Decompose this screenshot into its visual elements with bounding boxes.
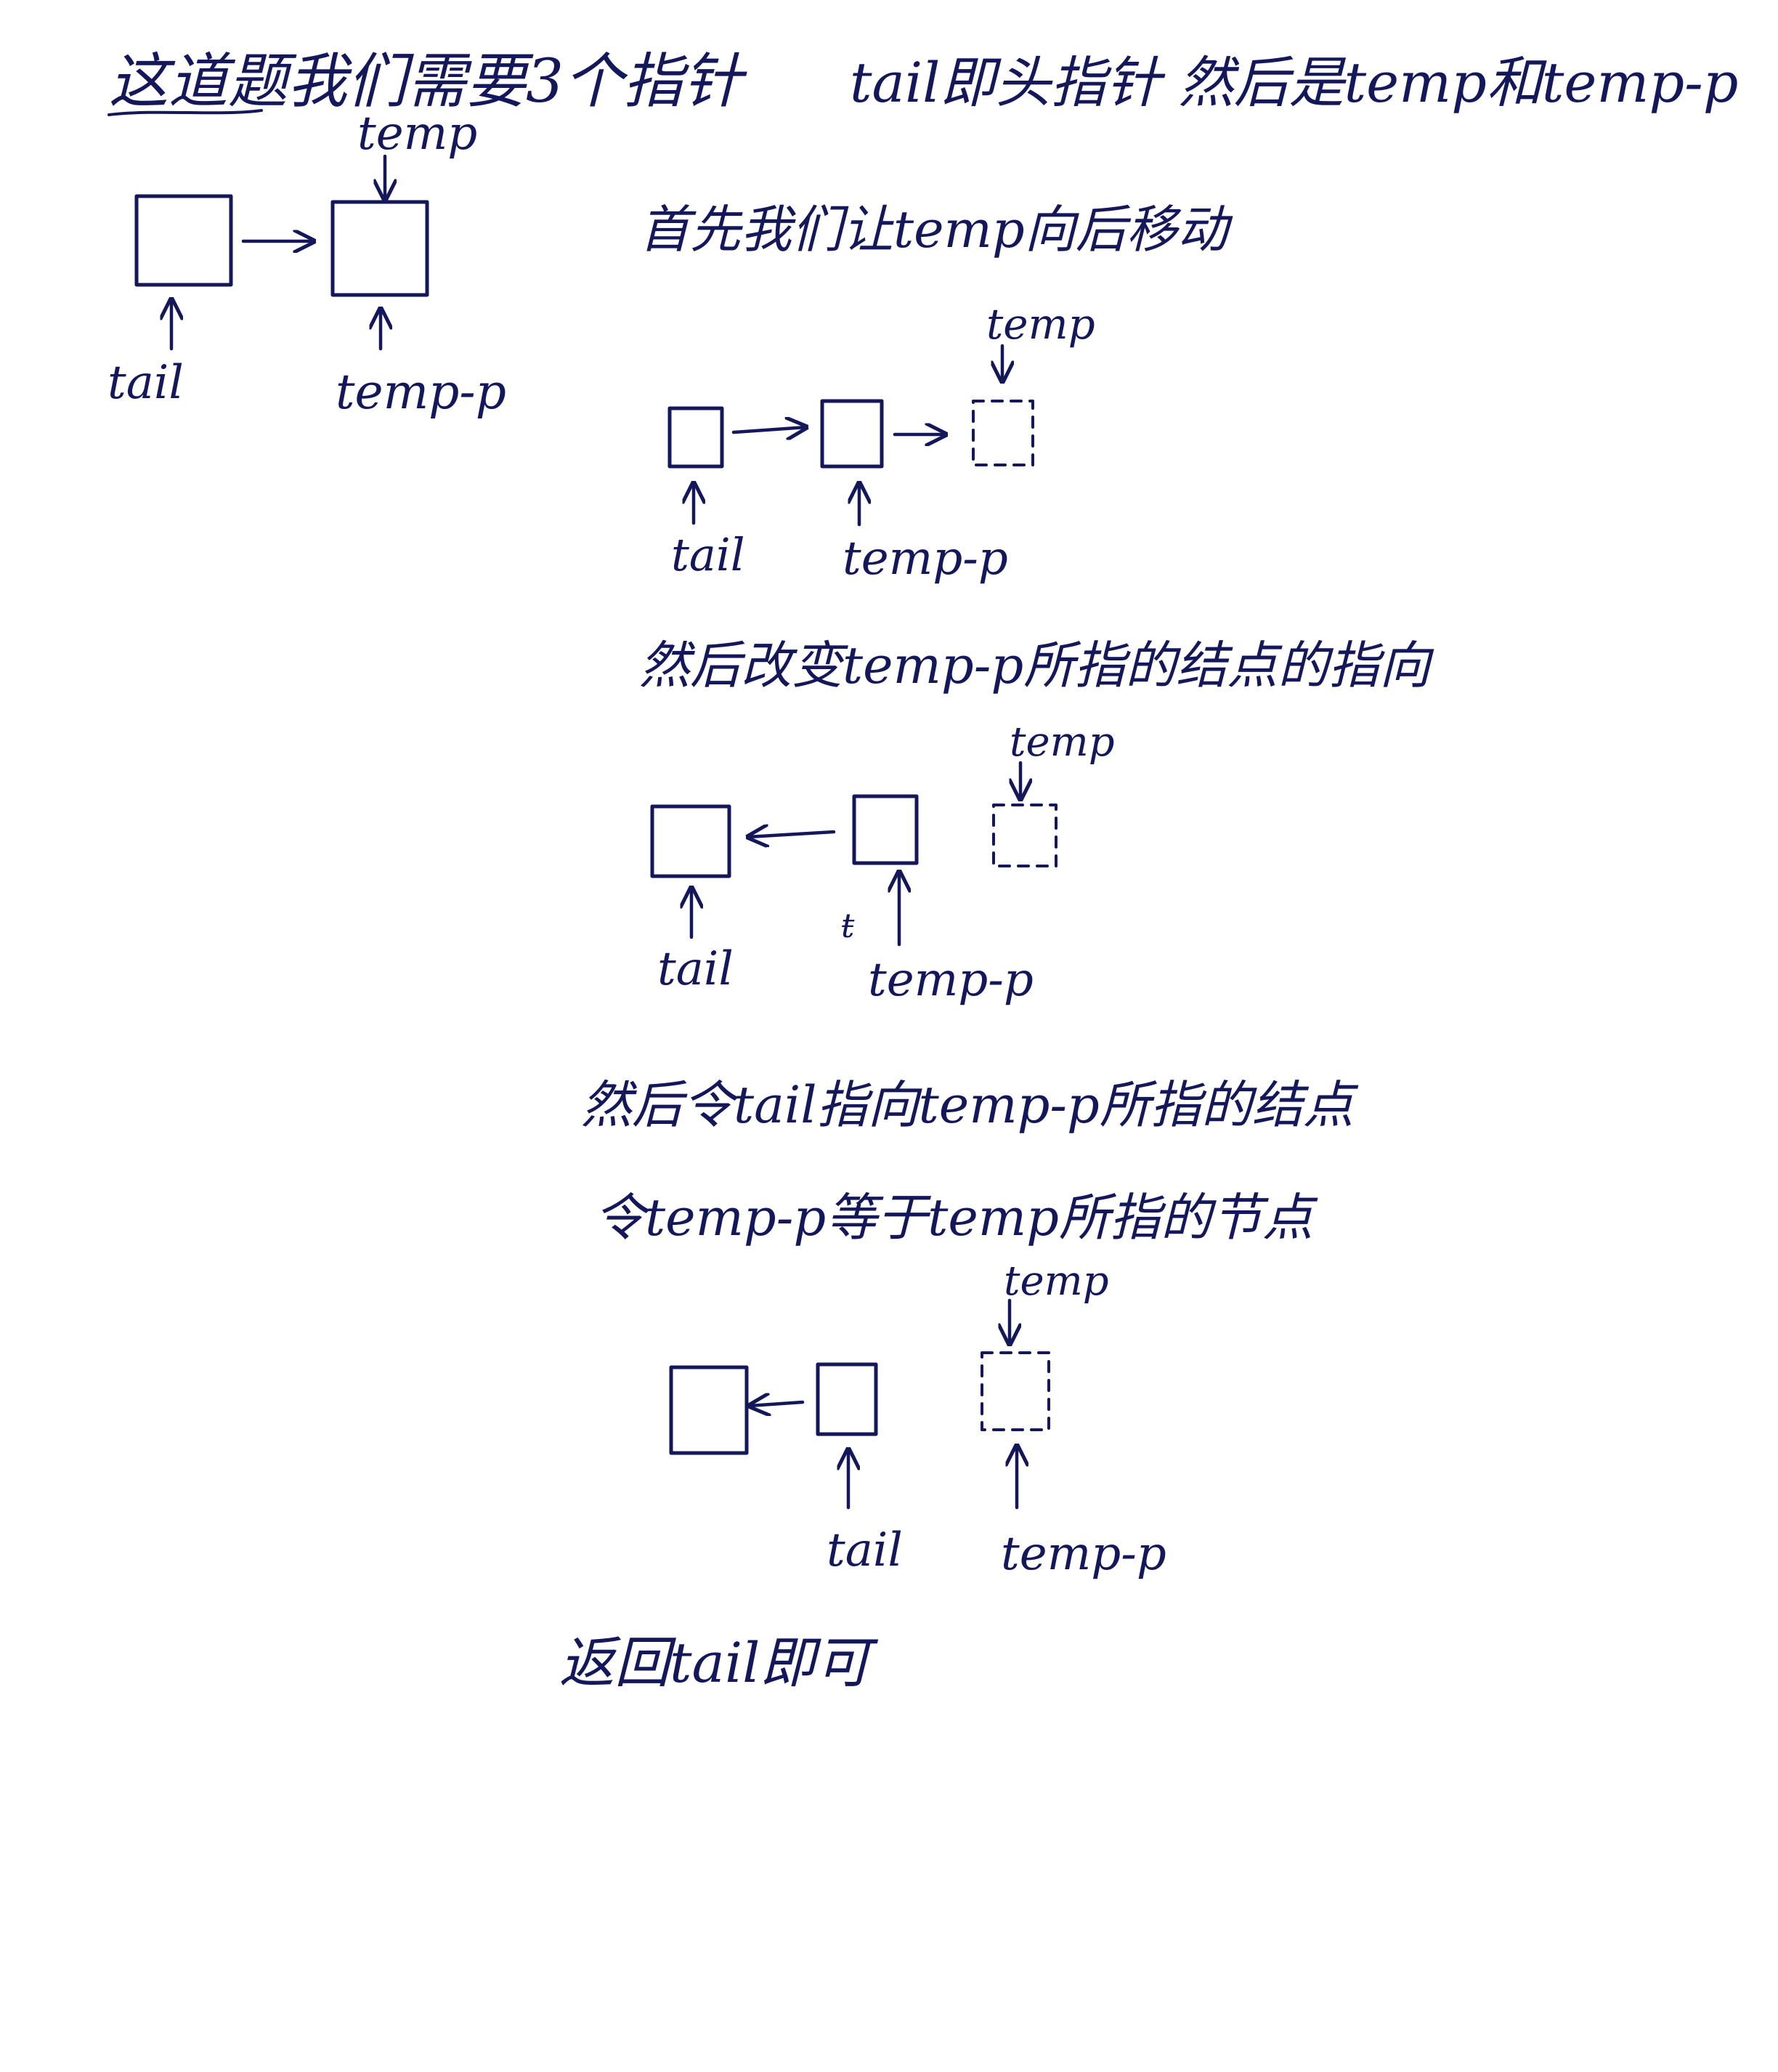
label-temp: temp (1010, 719, 1115, 766)
node-box (650, 804, 731, 878)
final-text: 返回tail即可 (559, 1630, 878, 1695)
step-1-text: 首先我们让temp向后移动 (639, 200, 1233, 259)
label-temp-p: temp-p (843, 532, 1008, 586)
label-temp: temp (357, 107, 477, 161)
diagram-1: temp tail temp-p (107, 107, 506, 420)
node-box (134, 194, 233, 287)
node-box (852, 794, 919, 865)
next-arrow (731, 427, 806, 432)
label-tail: tail (107, 356, 184, 410)
node-box (330, 200, 429, 297)
label-tail: tail (657, 942, 734, 996)
label-temp-p: temp-p (868, 953, 1034, 1007)
diagram-4: temp tail temp-p (669, 1258, 1166, 1581)
node-box-dashed (972, 400, 1034, 466)
node-box (667, 406, 724, 469)
reversed-arrow (750, 1402, 805, 1406)
step-2-text: 然后改变temp-p所指的结点的指向 (639, 636, 1434, 695)
reversed-arrow (748, 832, 836, 837)
node-box-dashed (981, 1351, 1050, 1431)
step-3-text-b: 令temp-p等于temp所指的节点 (594, 1188, 1318, 1247)
label-tail: tail (671, 528, 745, 581)
diagram-2: temp tail temp-p (667, 299, 1095, 586)
label-tail: tail (827, 1523, 903, 1577)
intro-text: 这道题我们需要3个指针 (109, 47, 747, 116)
intro-text-pointers: tail即头指针 然后是temp和temp-p (850, 50, 1738, 115)
underline-mark (107, 109, 263, 116)
struck-mark: ŧ (841, 906, 855, 945)
node-box (669, 1365, 749, 1455)
diagram-3: temp tail ŧ temp-p (650, 719, 1115, 1007)
node-box (816, 1362, 878, 1436)
label-temp: temp (986, 299, 1095, 349)
label-temp-p: temp-p (336, 364, 506, 420)
node-box-dashed (992, 804, 1058, 867)
step-3-text-a: 然后令tail指向temp-p所指的结点 (581, 1075, 1359, 1135)
label-temp: temp (1004, 1258, 1109, 1305)
label-temp-p: temp-p (1001, 1527, 1166, 1581)
node-box (820, 399, 884, 469)
